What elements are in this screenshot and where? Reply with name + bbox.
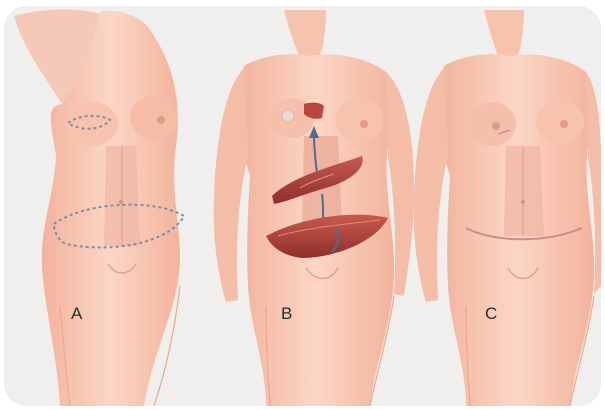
figure-c-breast-right <box>536 100 584 144</box>
diagram-canvas <box>4 6 601 406</box>
panel-label-c: C <box>485 304 497 324</box>
figure-b-breast-right <box>336 98 384 142</box>
figure-a-breast-right <box>130 96 178 140</box>
illustration-frame: A B C <box>4 6 601 406</box>
panel-label-b: B <box>281 304 292 324</box>
figure-a-breast-left <box>66 102 118 146</box>
figure-c <box>414 10 601 406</box>
figure-b-arm-left <box>214 68 248 302</box>
panel-label-a: A <box>71 304 82 324</box>
figure-a <box>14 10 184 406</box>
figure-c-arm-left <box>414 68 448 302</box>
figure-c-breast-left <box>468 102 516 146</box>
figure-b <box>214 10 414 406</box>
